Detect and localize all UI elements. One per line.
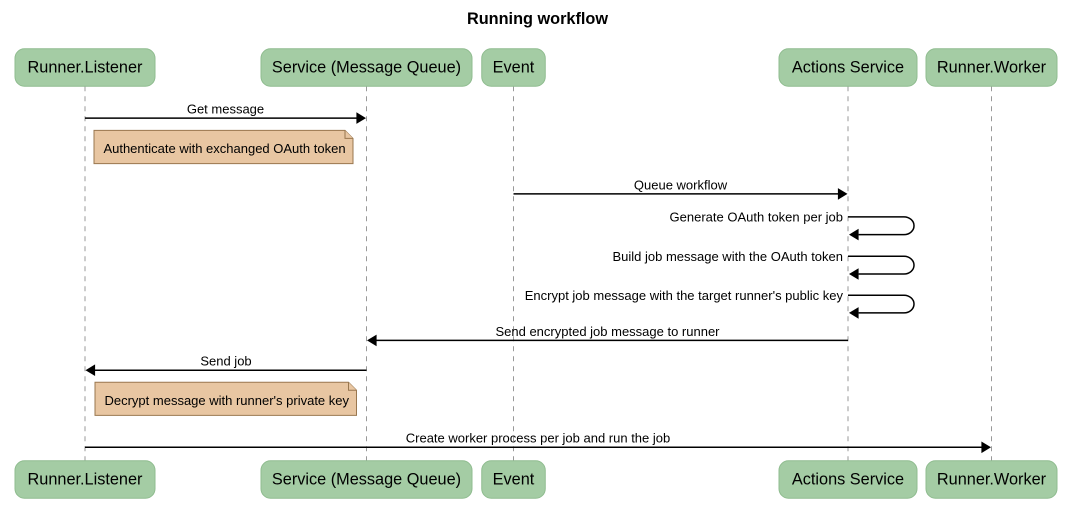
- svg-text:Encrypt job message with the t: Encrypt job message with the target runn…: [525, 288, 844, 303]
- svg-text:Create worker process per job: Create worker process per job and run th…: [406, 431, 670, 446]
- svg-text:Running workflow: Running workflow: [467, 10, 608, 28]
- svg-text:Send encrypted job message to: Send encrypted job message to runner: [495, 324, 720, 339]
- svg-text:Authenticate with exchanged OA: Authenticate with exchanged OAuth token: [103, 141, 345, 156]
- svg-text:Send job: Send job: [200, 354, 251, 369]
- svg-text:Service (Message Queue): Service (Message Queue): [272, 471, 461, 489]
- svg-text:Service (Message Queue): Service (Message Queue): [272, 59, 461, 77]
- svg-text:Event: Event: [493, 59, 535, 77]
- svg-text:Get message: Get message: [187, 102, 264, 117]
- svg-text:Actions Service: Actions Service: [792, 59, 904, 77]
- svg-text:Runner.Listener: Runner.Listener: [28, 59, 144, 77]
- svg-text:Queue workflow: Queue workflow: [634, 177, 728, 192]
- svg-text:Runner.Listener: Runner.Listener: [28, 471, 144, 489]
- svg-text:Runner.Worker: Runner.Worker: [937, 471, 1047, 489]
- svg-text:Runner.Worker: Runner.Worker: [937, 59, 1047, 77]
- svg-text:Event: Event: [493, 471, 535, 489]
- svg-text:Decrypt message with runner's: Decrypt message with runner's private ke…: [104, 393, 349, 408]
- svg-text:Build job message with the OAu: Build job message with the OAuth token: [612, 249, 843, 264]
- svg-text:Actions Service: Actions Service: [792, 471, 904, 489]
- svg-text:Generate OAuth token per job: Generate OAuth token per job: [670, 210, 843, 225]
